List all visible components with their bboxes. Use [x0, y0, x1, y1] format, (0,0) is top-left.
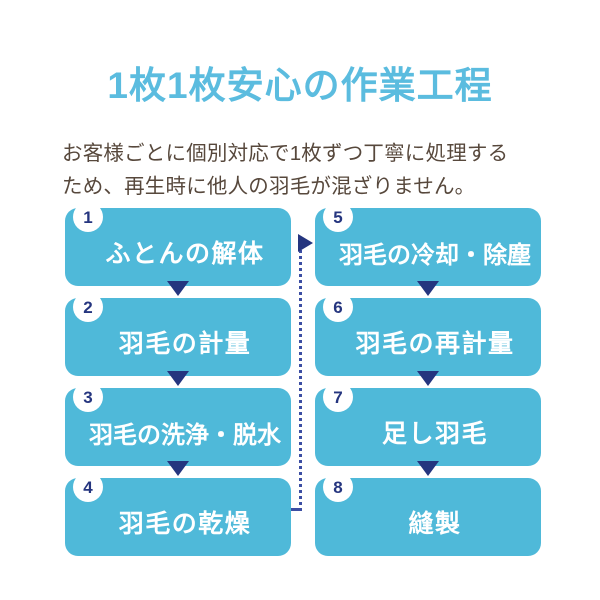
step-number-badge-6: 6 — [323, 292, 353, 322]
flow-step-7[interactable]: 7 足し羽毛 — [315, 382, 541, 476]
arrow-down-icon-2 — [167, 371, 189, 386]
arrow-down-icon-3 — [167, 461, 189, 476]
intro-line-2: ため、再生時に他人の羽毛が混ざりません。 — [62, 174, 476, 198]
step-number-badge-4: 4 — [73, 472, 103, 502]
step-number-badge-1: 1 — [73, 202, 103, 232]
arrow-down-icon-7 — [417, 461, 439, 476]
step-label-7: 足し羽毛 — [381, 420, 488, 448]
flow-step-3[interactable]: 3 羽毛の洗浄・脱水 — [65, 382, 291, 476]
step-label-6: 羽毛の再計量 — [355, 330, 515, 358]
arrow-down-icon-1 — [167, 281, 189, 296]
intro-paragraph: お客様ごとに個別対応で1枚ずつ丁寧に処理する ため、再生時に他人の羽毛が混ざりま… — [62, 137, 542, 203]
connector-dotted-line — [299, 243, 302, 511]
step-number-badge-8: 8 — [323, 472, 353, 502]
flow-step-4[interactable]: 4 羽毛の乾燥 — [65, 472, 291, 556]
flow-step-5[interactable]: 5 羽毛の冷却・除塵 — [315, 202, 541, 296]
arrow-down-icon-6 — [417, 371, 439, 386]
flow-step-2[interactable]: 2 羽毛の計量 — [65, 292, 291, 386]
step-label-5: 羽毛の冷却・除塵 — [339, 241, 531, 269]
flow-step-1[interactable]: 1 ふとんの解体 — [65, 202, 291, 296]
step-label-1: ふとんの解体 — [105, 240, 265, 268]
connector-dotted-foot — [291, 508, 302, 511]
step-number-badge-5: 5 — [323, 202, 353, 232]
step-number-badge-3: 3 — [73, 382, 103, 412]
step-label-3: 羽毛の洗浄・脱水 — [89, 421, 281, 449]
flow-step-8[interactable]: 8 縫製 — [315, 472, 541, 556]
arrow-down-icon-5 — [417, 281, 439, 296]
flow-step-6[interactable]: 6 羽毛の再計量 — [315, 292, 541, 386]
intro-line-1: お客様ごとに個別対応で1枚ずつ丁寧に処理する — [62, 141, 509, 165]
page-title: 1枚1枚安心の作業工程 — [107, 64, 493, 106]
flow-column-left: 1 ふとんの解体 2 羽毛の計量 3 羽毛の洗浄・脱水 4 羽毛の乾燥 — [65, 202, 291, 556]
step-label-4: 羽毛の乾燥 — [118, 510, 252, 538]
step-number-badge-7: 7 — [323, 382, 353, 412]
step-label-8: 縫製 — [408, 510, 462, 538]
flow-column-right: 5 羽毛の冷却・除塵 6 羽毛の再計量 7 足し羽毛 8 縫製 — [315, 202, 541, 556]
step-label-2: 羽毛の計量 — [118, 330, 252, 358]
arrow-right-icon — [298, 234, 313, 252]
step-number-badge-2: 2 — [73, 292, 103, 322]
